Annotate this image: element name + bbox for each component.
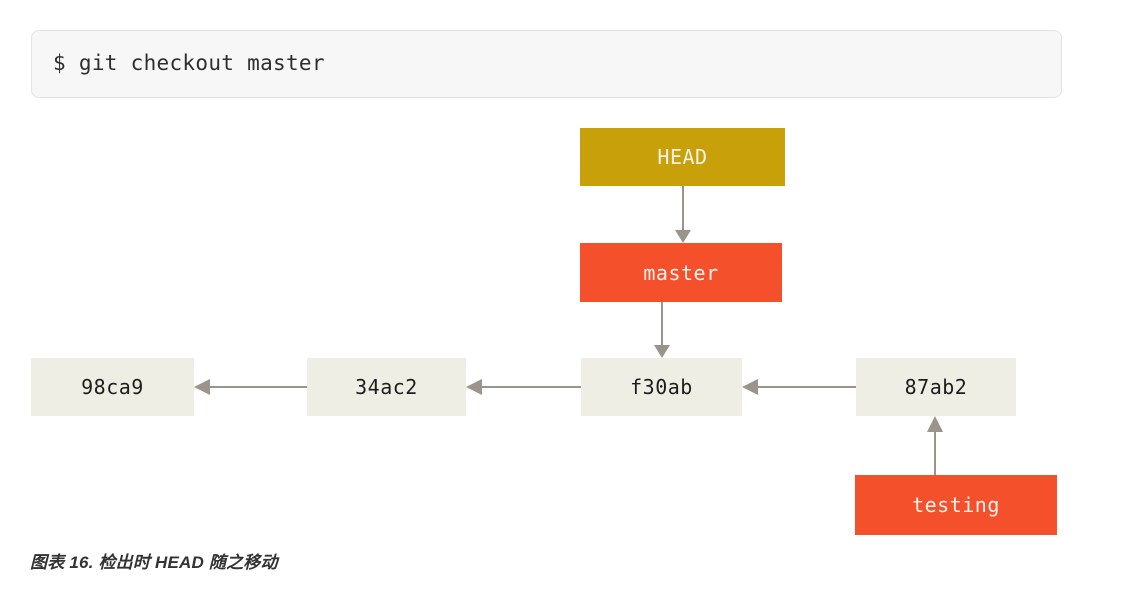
arrow-34ac2-to-98ca9 — [194, 379, 307, 395]
arrow-87ab2-to-f30ab — [742, 379, 856, 395]
node-head: HEAD — [580, 128, 785, 186]
arrow-head-to-master — [675, 186, 691, 243]
node-master-branch: master — [580, 243, 782, 302]
terminal-command: $ git checkout master — [53, 51, 325, 75]
node-commit-34ac2: 34ac2 — [307, 358, 466, 416]
arrow-f30ab-to-34ac2 — [466, 379, 581, 395]
figure-caption: 图表 16. 检出时 HEAD 随之移动 — [30, 553, 278, 572]
node-commit-34ac2-label: 34ac2 — [355, 375, 418, 399]
node-testing-label: testing — [912, 493, 1000, 517]
node-commit-87ab2-label: 87ab2 — [904, 375, 968, 399]
node-commit-87ab2: 87ab2 — [856, 358, 1016, 416]
arrow-master-to-f30ab — [654, 302, 670, 358]
node-commit-f30ab: f30ab — [581, 358, 742, 416]
node-commit-f30ab-label: f30ab — [630, 375, 693, 399]
node-testing-branch: testing — [855, 475, 1057, 535]
node-commit-98ca9: 98ca9 — [31, 358, 194, 416]
node-commit-98ca9-label: 98ca9 — [81, 375, 144, 399]
node-head-label: HEAD — [657, 145, 708, 169]
node-master-label: master — [643, 260, 719, 285]
arrow-testing-to-87ab2 — [927, 416, 943, 475]
code-block: $ git checkout master — [31, 30, 1062, 98]
